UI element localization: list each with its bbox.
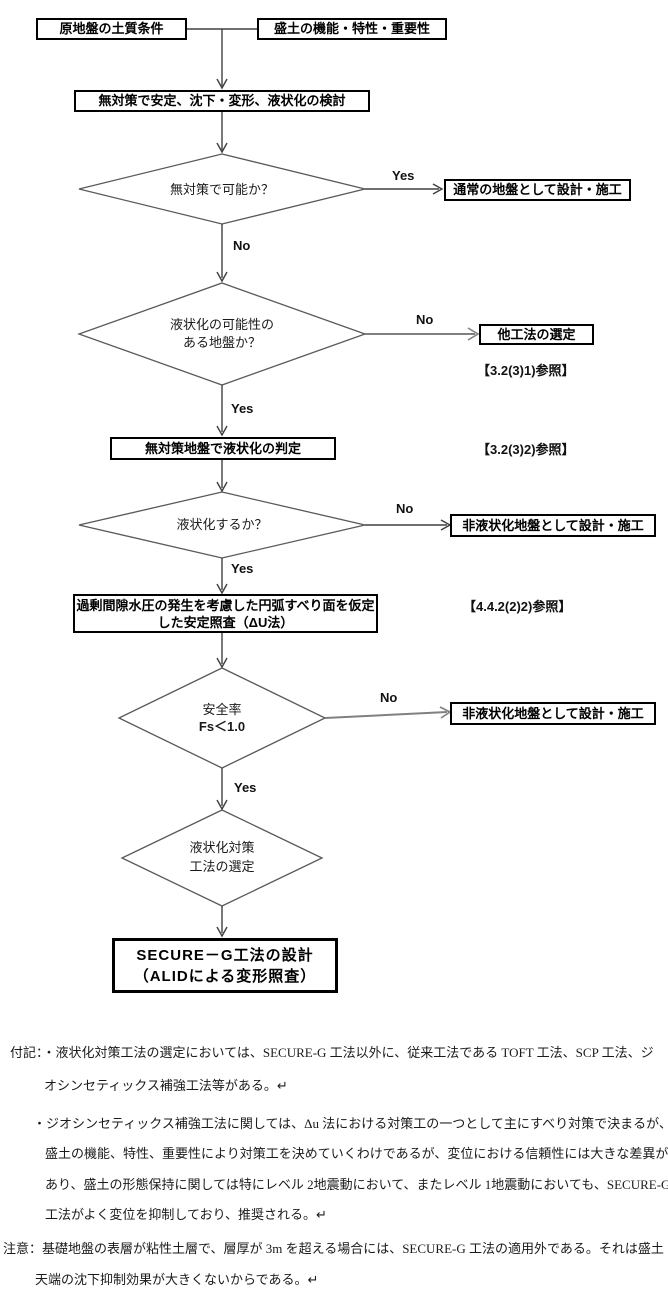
edge-label-no-4: No xyxy=(380,690,398,705)
stability-check-line1: 過剰間隙水圧の発生を考慮した円弧すべり面を仮定 xyxy=(76,597,375,613)
arrowhead-into-d3 xyxy=(216,481,228,493)
note-line-7: 注意：基礎地盤の表層が粘性土層で、層厚が 3m を超える場合には、SECURE-… xyxy=(3,1241,664,1256)
reference-3-2-3-2: 【3.2(3)2)参照】 xyxy=(477,442,575,457)
node-design-as-normal-ground: 通常の地盤として設計・施工 xyxy=(444,179,631,201)
decision-will-liquefy-label: 液状化するか？ xyxy=(176,517,268,532)
edge-label-yes-2: Yes xyxy=(231,401,254,416)
note-line-6: 工法がよく変位を抑制しており、推奨される。↵ xyxy=(45,1207,327,1222)
node-embankment-function: 盛土の機能・特性・重要性 xyxy=(257,18,447,40)
arrowhead-into-d1 xyxy=(216,142,228,154)
decision-d4-line2: Fs＜1.0 xyxy=(198,719,246,734)
note-line-3: ・ジオシンセティックス補強工法に関しては、Δu 法における対策工の一つとして主に… xyxy=(33,1116,668,1131)
secure-g-design-line1: SECURE－G工法の設計 xyxy=(136,946,314,964)
note-line-2: オシンセティックス補強工法等がある。↵ xyxy=(44,1078,288,1093)
node-design-as-nonliquefied-1: 非液状化地盤として設計・施工 xyxy=(450,514,656,537)
secure-g-design-line2: （ALIDによる変形照査） xyxy=(133,967,317,985)
arrowhead-into-judgment xyxy=(216,425,228,437)
note-line-8: 天端の沈下抑制効果が大きくないからである。↵ xyxy=(35,1272,319,1287)
reference-3-2-3-1: 【3.2(3)1)参照】 xyxy=(477,363,575,378)
decision-liquefaction-possibility-label: 液状化の可能性の ある地盤か？ xyxy=(122,314,322,354)
node-soil-conditions: 原地盤の土質条件 xyxy=(36,18,187,40)
arrowhead-into-d2 xyxy=(216,271,228,283)
decision-d5-line1: 液状化対策 xyxy=(189,840,255,855)
edge-label-yes-4: Yes xyxy=(234,780,257,795)
node-secure-g-design: SECURE－G工法の設計 （ALIDによる変形照査） xyxy=(112,938,338,993)
arrowhead-yes1 xyxy=(432,183,444,195)
arrowhead-into-stability xyxy=(216,583,228,595)
arrowhead-into-secure xyxy=(216,926,228,938)
note-line-4: 盛土の機能、特性、重要性により対策工を決めていくわけであるが、変位における信頼性… xyxy=(45,1146,668,1161)
decision-safety-factor-label: 安全率 Fs＜1.0 xyxy=(152,699,292,737)
note-line-1: 付記：・液状化対策工法の選定においては、SECURE-G 工法以外に、従来工法で… xyxy=(10,1045,654,1060)
decision-d5-line2: 工法の選定 xyxy=(189,859,255,874)
reference-4-4-2-2-2: 【4.4.2(2)2)参照】 xyxy=(463,599,572,614)
edge-label-no-3: No xyxy=(396,501,414,516)
stability-check-line2: した安定照査（ΔU法） xyxy=(157,614,294,630)
note-line-5: あり、盛土の形態保持に関しては特にレベル 2地震動において、またレベル 1地震動… xyxy=(45,1177,668,1192)
edge-label-yes-3: Yes xyxy=(231,561,254,576)
edge-label-yes-1: Yes xyxy=(392,168,415,183)
node-stability-check-du-method: 過剰間隙水圧の発生を考慮した円弧すべり面を仮定 した安定照査（ΔU法） xyxy=(73,594,378,633)
decision-d2-line1: 液状化の可能性の xyxy=(169,317,274,332)
node-design-as-nonliquefied-2: 非液状化地盤として設計・施工 xyxy=(450,702,656,725)
edge-label-no-1: No xyxy=(233,238,251,253)
edge-label-no-2: No xyxy=(416,312,434,327)
arrowhead-into-d4 xyxy=(216,657,228,669)
arrowhead-into-d5 xyxy=(216,799,228,811)
decision-d2-line2: ある地盤か？ xyxy=(182,335,261,350)
decision-d4-line1: 安全率 xyxy=(202,702,242,717)
node-select-other-method: 他工法の選定 xyxy=(479,324,594,345)
decision-no-countermeasure-label: 無対策で可能か？ xyxy=(169,182,274,197)
connector-no4 xyxy=(324,711,448,719)
node-study-without-countermeasure: 無対策で安定、沈下・変形、液状化の検討 xyxy=(74,90,370,112)
arrowhead-no2 xyxy=(467,327,480,341)
arrowhead-into-study xyxy=(216,78,228,90)
node-liquefaction-judgment: 無対策地盤で液状化の判定 xyxy=(110,437,336,460)
decision-method-selection-label: 液状化対策 工法の選定 xyxy=(142,837,302,877)
